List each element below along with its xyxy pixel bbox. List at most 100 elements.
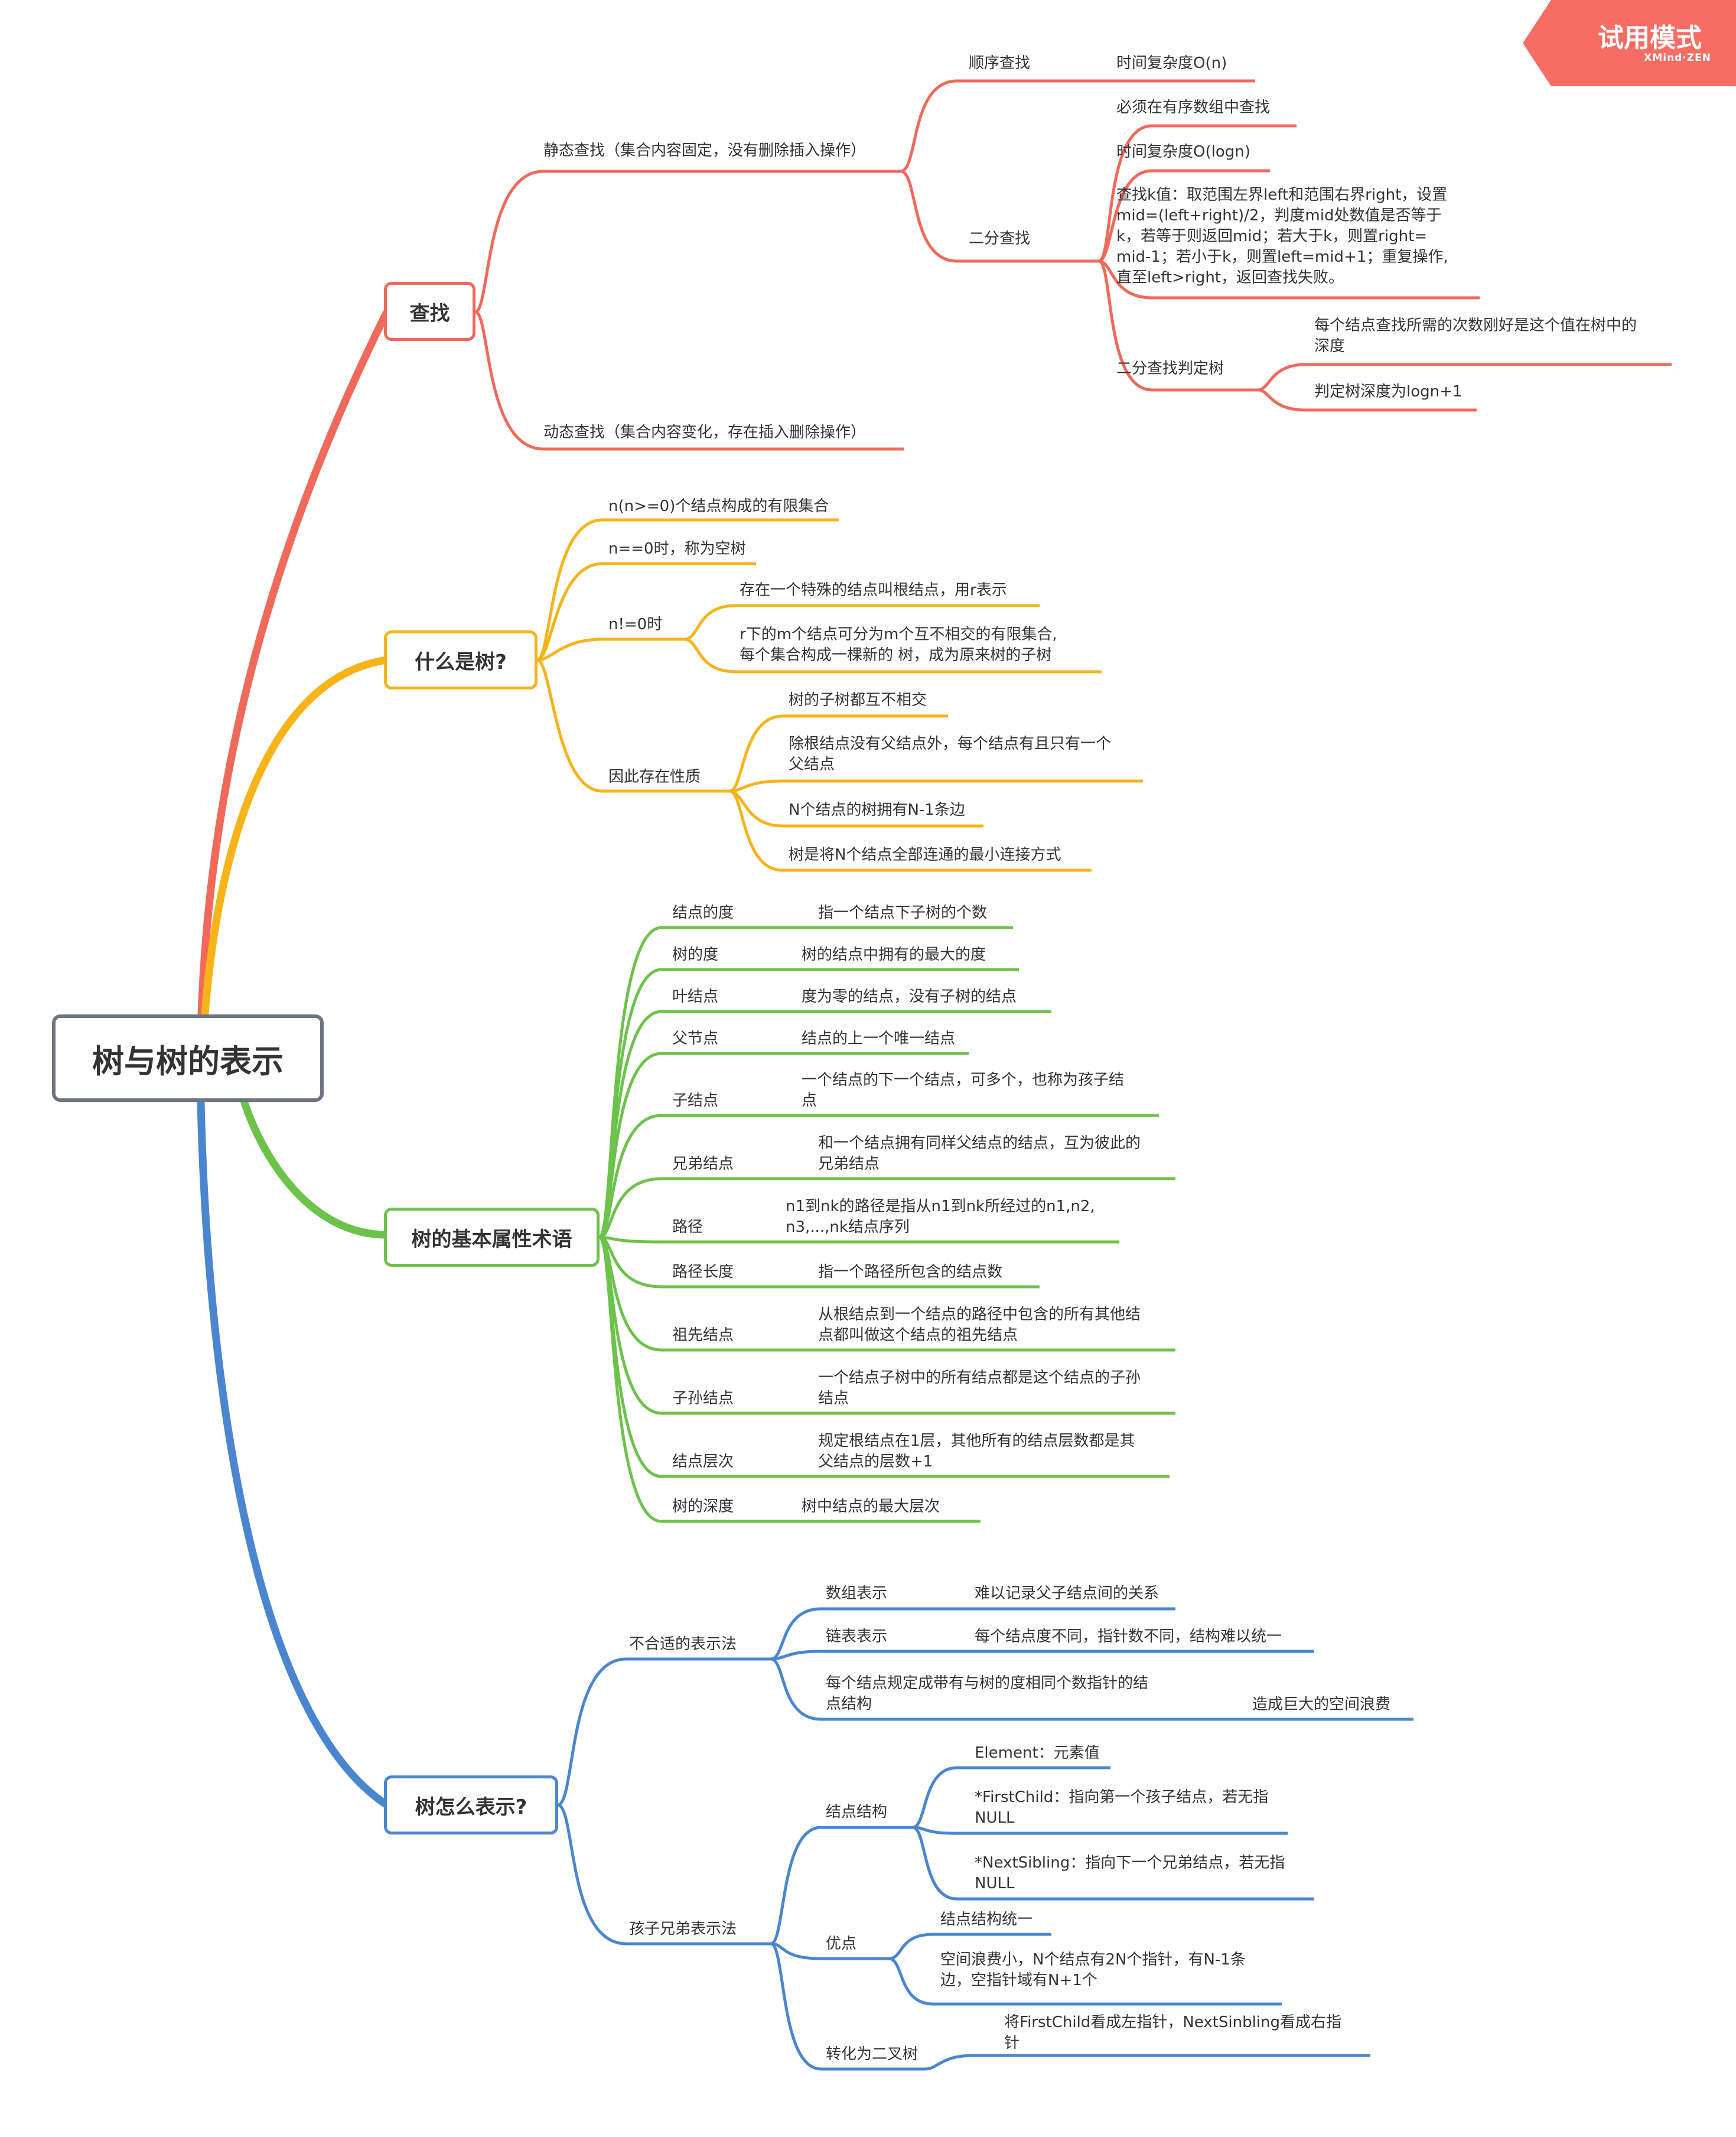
- tree-subtrees-line: r下的m个结点可分为m个互不相交的有限集合,: [740, 626, 1057, 643]
- term-label[interactable]: 结点的度: [672, 904, 734, 922]
- decision-tree-depth[interactable]: 每个结点查找所需的次数刚好是这个值在树中的 深度: [1314, 315, 1637, 357]
- what-branch-lines: [200, 518, 1143, 1032]
- topic-search[interactable]: 查找: [384, 282, 475, 341]
- term-description-line: 一个结点子树中的所有结点都是这个结点的子孙: [818, 1369, 1141, 1387]
- term-connector: [598, 1235, 981, 1523]
- term-description-line: 树的结点中拥有的最大的度: [802, 946, 986, 964]
- binary-search[interactable]: 二分查找: [969, 230, 1031, 248]
- topic-representation-label: 树怎么表示?: [415, 1795, 527, 1819]
- fixed-degree-issue[interactable]: 造成巨大的空间浪费: [1252, 1696, 1391, 1713]
- binary-complexity[interactable]: 时间复杂度O(logn): [1116, 143, 1250, 161]
- term-description[interactable]: n1到nk的路径是指从n1到nk所经过的n1,n2, n3,...,nk结点序列: [786, 1196, 1095, 1238]
- term-description-line: 规定根结点在1层，其他所有的结点层数都是其: [818, 1432, 1135, 1450]
- term-label[interactable]: 叶结点: [672, 988, 719, 1006]
- repr-branch-lines: [197, 1101, 1413, 2071]
- static-search[interactable]: 静态查找（集合内容固定，没有删除插入操作）: [543, 142, 867, 160]
- to-binary-line: 将FirstChild看成左指针，NextSinbling看成右指: [1004, 2014, 1342, 2031]
- fixed-degree-structure-line: 每个结点规定成带有与树的度相同个数指针的结: [826, 1674, 1149, 1692]
- child-sibling-method[interactable]: 孩子兄弟表示法: [629, 1920, 737, 1938]
- next-sibling-line: NULL: [975, 1875, 1015, 1892]
- term-description[interactable]: 一个结点子树中的所有结点都是这个结点的子孙结点: [818, 1368, 1141, 1409]
- to-binary-description[interactable]: 将FirstChild看成左指针，NextSinbling看成右指 针: [1004, 2012, 1341, 2054]
- sequential-complexity[interactable]: 时间复杂度O(n): [1116, 54, 1227, 72]
- fixed-degree-structure[interactable]: 每个结点规定成带有与树的度相同个数指针的结 点结构: [826, 1673, 1148, 1715]
- term-connector: [598, 1114, 1159, 1239]
- root-topic[interactable]: 树与树的表示: [52, 1014, 324, 1102]
- tree-subtrees[interactable]: r下的m个结点可分为m个互不相交的有限集合, 每个集合构成一棵新的 树，成为原来…: [740, 624, 1057, 666]
- term-description-line: 度为零的结点，没有子树的结点: [802, 988, 1017, 1006]
- node-structure[interactable]: 结点结构: [826, 1803, 888, 1821]
- next-sibling-line: *NextSibling：指向下一个兄弟结点，若无指: [975, 1854, 1285, 1872]
- term-label[interactable]: 树的度: [672, 946, 719, 964]
- term-description-line: 从根结点到一个结点的路径中包含的所有其他结: [818, 1306, 1141, 1323]
- dynamic-search[interactable]: 动态查找（集合内容变化，存在插入删除操作）: [543, 424, 867, 441]
- decision-tree-height[interactable]: 判定树深度为logn+1: [1314, 383, 1463, 401]
- property-single-parent[interactable]: 除根结点没有父结点外，每个结点有且只有一个 父结点: [789, 734, 1111, 775]
- first-child-field[interactable]: *FirstChild：指向第一个孩子结点，若无指 NULL: [975, 1787, 1268, 1829]
- term-label[interactable]: 路径长度: [672, 1263, 734, 1281]
- binary-steps[interactable]: 查找k值：取范围左界left和范围右界right，设置 mid=(left+ri…: [1116, 185, 1448, 288]
- term-description-line: n1到nk的路径是指从n1到nk所经过的n1,n2,: [786, 1198, 1095, 1215]
- tree-finite-set[interactable]: n(n>=0)个结点构成的有限集合: [608, 497, 829, 515]
- binary-sorted-requirement[interactable]: 必须在有序数组中查找: [1116, 99, 1271, 116]
- topic-terms-label: 树的基本属性术语: [411, 1227, 572, 1251]
- term-label[interactable]: 树的深度: [672, 1498, 734, 1515]
- topic-terms[interactable]: 树的基本属性术语: [384, 1208, 600, 1267]
- tree-empty[interactable]: n==0时，称为空树: [608, 540, 746, 558]
- first-child-line: NULL: [975, 1809, 1015, 1827]
- term-description[interactable]: 树的结点中拥有的最大的度: [802, 945, 986, 965]
- topic-what-label: 什么是树?: [415, 650, 507, 674]
- term-description-line: 结点的上一个唯一结点: [802, 1030, 956, 1048]
- term-description[interactable]: 度为零的结点，没有子树的结点: [802, 987, 1017, 1007]
- topic-representation[interactable]: 树怎么表示?: [384, 1775, 558, 1834]
- advantage-uniform[interactable]: 结点结构统一: [940, 1911, 1033, 1928]
- term-description[interactable]: 指一个结点下子树的个数: [818, 903, 987, 923]
- term-label[interactable]: 父节点: [672, 1030, 719, 1048]
- linked-issue[interactable]: 每个结点度不同，指针数不同，结构难以统一: [975, 1628, 1282, 1645]
- term-description-line: 和一个结点拥有同样父结点的结点，互为彼此的: [818, 1134, 1141, 1152]
- term-label[interactable]: 子孙结点: [672, 1390, 734, 1407]
- property-min-connection[interactable]: 树是将N个结点全部连通的最小连接方式: [789, 846, 1061, 864]
- advantage-space[interactable]: 空间浪费小，N个结点有2N个指针，有N-1条 边，空指针域有N+1个: [940, 1950, 1246, 1991]
- element-field[interactable]: Element：元素值: [975, 1744, 1100, 1762]
- array-issue[interactable]: 难以记录父子结点间的关系: [975, 1585, 1159, 1602]
- next-sibling-field[interactable]: *NextSibling：指向下一个兄弟结点，若无指 NULL: [975, 1853, 1285, 1894]
- linked-representation[interactable]: 链表表示: [826, 1628, 888, 1645]
- property-disjoint[interactable]: 树的子树都互不相交: [789, 691, 927, 709]
- term-label[interactable]: 子结点: [672, 1092, 719, 1110]
- topic-what-is-tree[interactable]: 什么是树?: [384, 630, 538, 689]
- unsuitable-methods[interactable]: 不合适的表示法: [629, 1635, 737, 1653]
- tree-nonzero[interactable]: n!=0时: [608, 616, 663, 633]
- term-label[interactable]: 路径: [672, 1218, 703, 1236]
- term-description-line: 兄弟结点: [818, 1155, 880, 1173]
- array-representation[interactable]: 数组表示: [826, 1585, 888, 1602]
- term-description[interactable]: 和一个结点拥有同样父结点的结点，互为彼此的兄弟结点: [818, 1133, 1141, 1175]
- tree-subtrees-line: 每个集合构成一棵新的 树，成为原来树的子树: [740, 646, 1052, 664]
- term-description-line: 树中结点的最大层次: [802, 1498, 940, 1515]
- term-description-line: n3,...,nk结点序列: [786, 1218, 910, 1236]
- trial-mode-badge[interactable]: 试用模式 XMind·ZEN: [1523, 0, 1736, 86]
- term-description[interactable]: 树中结点的最大层次: [802, 1497, 940, 1517]
- term-label[interactable]: 结点层次: [672, 1453, 734, 1471]
- term-description[interactable]: 规定根结点在1层，其他所有的结点层数都是其父结点的层数+1: [818, 1431, 1135, 1472]
- term-label[interactable]: 祖先结点: [672, 1326, 734, 1344]
- binary-steps-line: 查找k值：取范围左界left和范围右界right，设置: [1116, 186, 1448, 204]
- advantages[interactable]: 优点: [826, 1935, 857, 1953]
- decision-tree-depth-line: 每个结点查找所需的次数刚好是这个值在树中的: [1314, 317, 1637, 334]
- term-description[interactable]: 从根结点到一个结点的路径中包含的所有其他结点都叫做这个结点的祖先结点: [818, 1305, 1141, 1346]
- tree-root-node[interactable]: 存在一个特殊的结点叫根结点，用r表示: [740, 581, 1007, 599]
- term-description[interactable]: 结点的上一个唯一结点: [802, 1029, 955, 1049]
- decision-tree[interactable]: 二分查找判定树: [1116, 360, 1224, 378]
- term-connector: [599, 1235, 1119, 1244]
- term-label[interactable]: 兄弟结点: [672, 1155, 734, 1173]
- trial-mode-title: 试用模式: [1598, 23, 1702, 53]
- term-description[interactable]: 一个结点的下一个结点，可多个，也称为孩子结点: [802, 1070, 1124, 1111]
- fixed-degree-structure-line: 点结构: [826, 1695, 872, 1713]
- term-description[interactable]: 指一个路径所包含的结点数: [818, 1262, 1002, 1283]
- property-edges[interactable]: N个结点的树拥有N-1条边: [789, 801, 965, 819]
- binary-steps-line: mid=(left+right)/2，判度mid处数值是否等于: [1116, 207, 1442, 225]
- tree-properties[interactable]: 因此存在性质: [608, 768, 701, 786]
- sequential-search[interactable]: 顺序查找: [969, 54, 1031, 72]
- to-binary-tree[interactable]: 转化为二叉树: [826, 2045, 919, 2063]
